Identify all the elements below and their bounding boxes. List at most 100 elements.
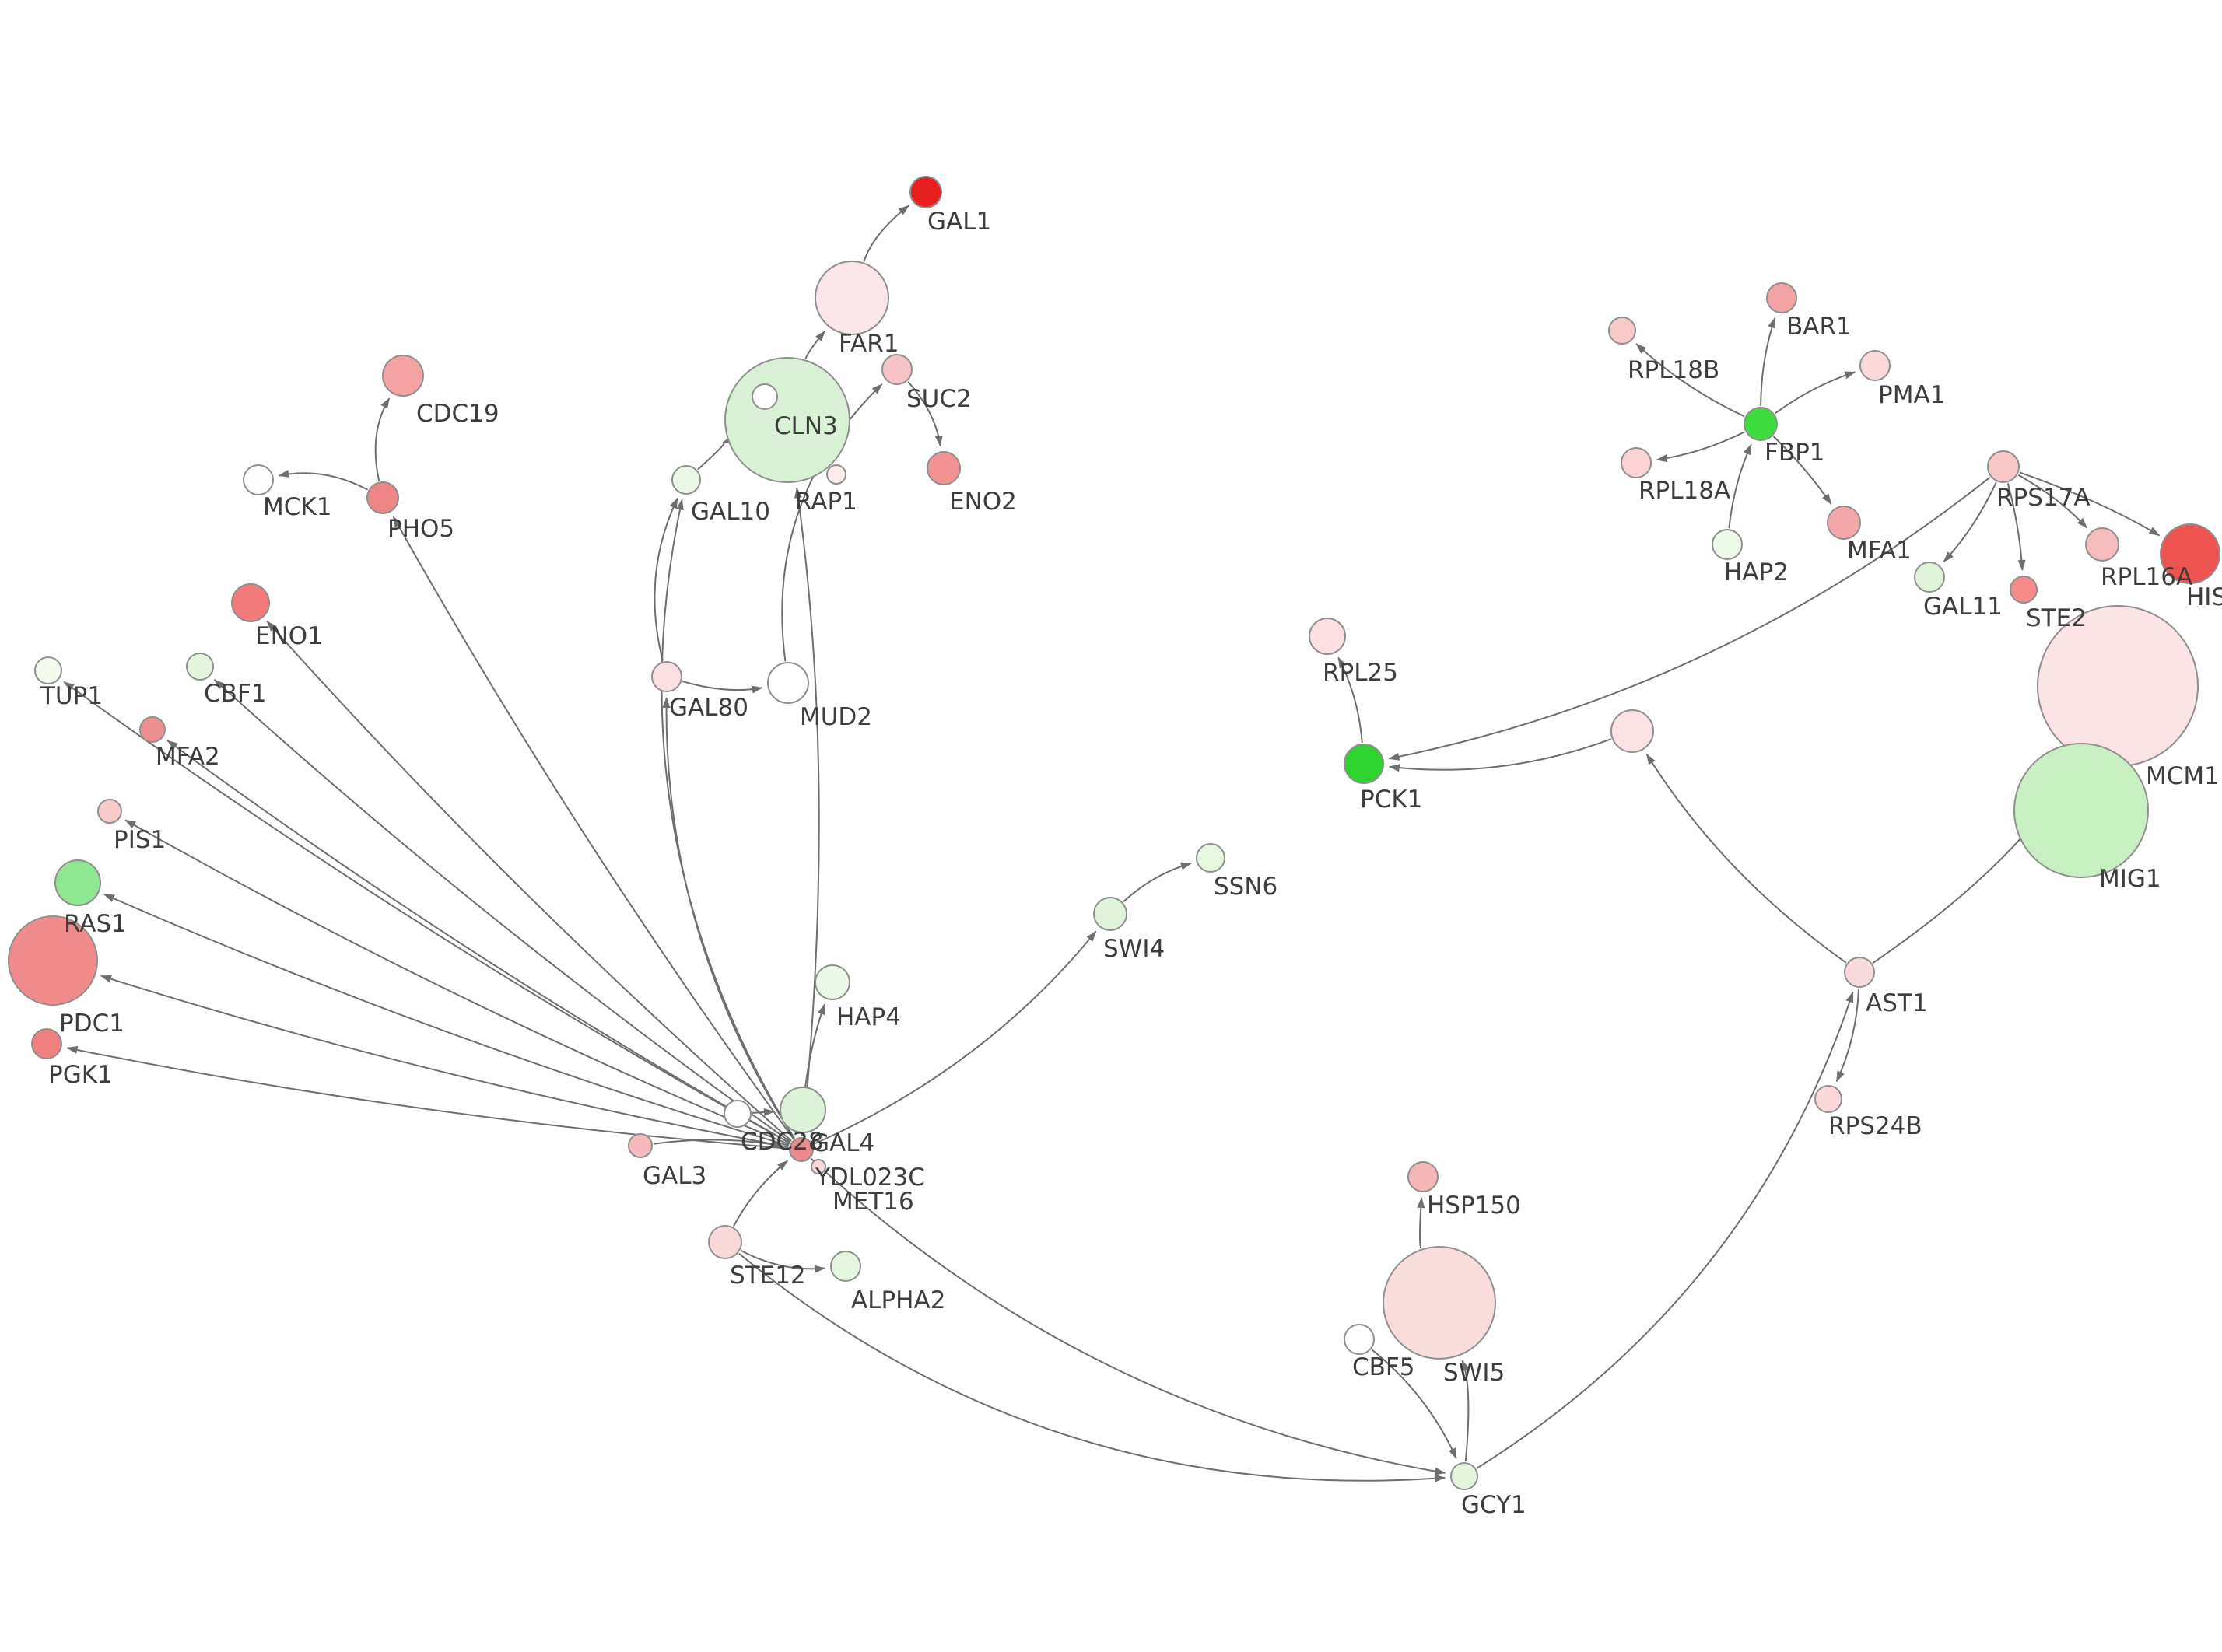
edge-node_p1-pck1	[1388, 738, 1612, 772]
edge-rps17a-his4	[2019, 471, 2161, 537]
edge-ydl023c-gal10	[661, 499, 795, 1139]
node-rap1[interactable]	[826, 464, 846, 485]
node-eno1[interactable]	[231, 583, 270, 622]
node-cbf5[interactable]	[1344, 1324, 1375, 1355]
node-label-pho5: PHO5	[387, 515, 454, 543]
node-mfa2[interactable]	[139, 716, 166, 743]
edge-rps17a-pck1	[1388, 476, 1991, 761]
node-swi5[interactable]	[1383, 1246, 1496, 1360]
edge-ydl023c-pgk1	[66, 1046, 789, 1150]
node-swi4[interactable]	[1093, 897, 1127, 931]
node-node_p1[interactable]	[1610, 709, 1654, 753]
node-ydl023c[interactable]	[789, 1137, 814, 1162]
edge-far1-gal1	[863, 205, 909, 262]
edge-ydl023c-mfa2	[166, 740, 790, 1144]
node-label-pis1: PIS1	[114, 826, 166, 854]
node-rpl25[interactable]	[1309, 618, 1346, 655]
node-gal1[interactable]	[909, 176, 942, 208]
node-label-ste12: STE12	[730, 1262, 806, 1290]
node-bar1[interactable]	[1766, 282, 1797, 313]
node-rpl18b[interactable]	[1608, 317, 1636, 345]
edge-ste12-gcy1	[738, 1252, 1446, 1482]
node-label-pck1: PCK1	[1360, 786, 1422, 814]
edge-suc2-eno2	[907, 380, 943, 447]
node-label-gcy1: GCY1	[1461, 1491, 1526, 1519]
node-label-ast1: AST1	[1866, 989, 1928, 1017]
node-label-gal3: GAL3	[643, 1162, 706, 1190]
node-far1[interactable]	[815, 261, 889, 335]
node-label-gal80: GAL80	[669, 694, 748, 722]
node-label-pma1: PMA1	[1878, 381, 1945, 409]
node-met16[interactable]	[811, 1159, 826, 1174]
node-rpl18a[interactable]	[1621, 447, 1652, 478]
node-eno2[interactable]	[927, 451, 961, 485]
edge-cln3-far1	[804, 330, 826, 359]
node-label-met16: MET16	[832, 1188, 914, 1216]
node-pho5[interactable]	[366, 481, 399, 514]
node-rps17a[interactable]	[1987, 450, 2020, 483]
edge-fbp1-mfa1	[1772, 436, 1832, 505]
node-mud2[interactable]	[767, 662, 809, 704]
node-cln3_inner[interactable]	[752, 383, 778, 410]
node-label-rps24b: RPS24B	[1828, 1112, 1922, 1140]
edge-pho5-mck1	[278, 470, 369, 491]
node-ast1[interactable]	[1844, 957, 1875, 988]
edge-ydl023c-swi4	[813, 930, 1097, 1146]
node-suc2[interactable]	[881, 354, 913, 385]
node-label-mud2: MUD2	[800, 703, 872, 731]
node-ras1[interactable]	[54, 859, 101, 906]
edge-swi5-hsp150	[1417, 1196, 1425, 1249]
node-pis1[interactable]	[97, 799, 122, 824]
node-gal11[interactable]	[1914, 562, 1945, 593]
node-label-cdc28: CDC28	[741, 1128, 824, 1156]
node-gal3[interactable]	[628, 1133, 653, 1158]
node-pma1[interactable]	[1859, 350, 1891, 381]
node-rps24b[interactable]	[1814, 1085, 1842, 1113]
node-hsp150[interactable]	[1407, 1161, 1439, 1192]
node-label-ste2: STE2	[2026, 604, 2087, 632]
node-pgk1[interactable]	[31, 1028, 62, 1059]
node-ssn6[interactable]	[1196, 843, 1225, 873]
node-his4[interactable]	[2160, 523, 2220, 584]
edge-fbp1-pma1	[1774, 371, 1856, 415]
node-label-pdc1: PDC1	[59, 1010, 124, 1038]
node-tup1[interactable]	[34, 656, 62, 684]
edge-fbp1-rpl18b	[1635, 343, 1745, 418]
node-mfa1[interactable]	[1827, 506, 1861, 540]
node-ste12[interactable]	[708, 1225, 742, 1259]
node-gal10[interactable]	[671, 465, 701, 495]
node-pdc1[interactable]	[8, 915, 98, 1006]
node-mck1[interactable]	[243, 464, 274, 495]
node-gcy1[interactable]	[1450, 1462, 1478, 1490]
edge-ydl023c-eno1	[266, 621, 792, 1142]
node-rpl16a[interactable]	[2085, 527, 2119, 562]
edge-ydl023c-cln3	[794, 487, 820, 1137]
node-alpha2[interactable]	[830, 1251, 861, 1282]
node-cdc28[interactable]	[724, 1100, 752, 1128]
node-gal4[interactable]	[780, 1087, 826, 1133]
node-label-ydl023c: YDL023C	[815, 1164, 925, 1192]
node-label-hsp150: HSP150	[1427, 1192, 1521, 1220]
node-hap4[interactable]	[815, 964, 850, 1000]
edge-swi4-ssn6	[1123, 862, 1192, 903]
node-label-cln3: CLN3	[774, 412, 838, 440]
node-label-rap1: RAP1	[795, 488, 857, 516]
node-pck1[interactable]	[1344, 744, 1384, 784]
node-hap2[interactable]	[1712, 529, 1743, 560]
node-ste2[interactable]	[2010, 576, 2038, 604]
node-fbp1[interactable]	[1744, 407, 1778, 441]
edge-mud2-suc2	[781, 383, 883, 662]
node-label-gal11: GAL11	[1923, 593, 2003, 621]
node-label-gal1: GAL1	[927, 208, 991, 236]
node-cbf1[interactable]	[186, 653, 214, 681]
node-label-alpha2: ALPHA2	[851, 1286, 945, 1314]
edge-fbp1-rpl18a	[1656, 431, 1745, 463]
edge-fbp1-bar1	[1760, 317, 1776, 407]
edge-ydl023c-gcy1	[810, 1157, 1446, 1475]
node-cdc19[interactable]	[382, 355, 424, 397]
node-mig1[interactable]	[2013, 743, 2149, 878]
node-label-rps17a: RPS17A	[1996, 484, 2091, 512]
node-gal80[interactable]	[651, 661, 682, 692]
